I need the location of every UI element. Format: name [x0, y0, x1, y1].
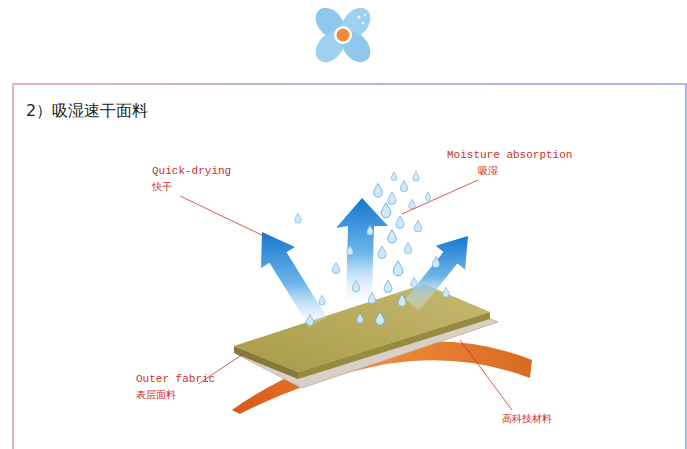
water-drop [384, 280, 392, 293]
water-drop [295, 213, 301, 223]
water-drop [374, 183, 383, 197]
water-drop [347, 245, 353, 255]
logo [310, 2, 376, 67]
water-drop [378, 246, 386, 259]
water-droplets [295, 171, 449, 326]
water-drop [414, 221, 421, 232]
water-drop [398, 294, 406, 307]
water-drop [400, 181, 407, 192]
vapor-arrow [405, 236, 468, 311]
water-drop [357, 313, 363, 323]
leader-line [402, 180, 478, 214]
water-drop [388, 229, 397, 243]
leader-line [460, 340, 512, 410]
water-drop [411, 277, 417, 287]
water-drop [319, 295, 325, 305]
water-drop [368, 293, 375, 304]
callout-label: 高科技材料 [502, 413, 552, 425]
leader-line [180, 196, 268, 238]
content-panel: 2）吸湿速干面料 [12, 83, 687, 449]
callout-label: Quick-drying [152, 165, 231, 178]
water-drop [432, 257, 439, 268]
water-drop [367, 225, 373, 235]
callout-label: 快干 [152, 181, 172, 193]
callout-label: 表层面料 [136, 389, 176, 401]
water-drop [306, 315, 313, 326]
water-drop [388, 192, 396, 205]
water-drop [443, 287, 449, 297]
water-drop [376, 311, 385, 325]
water-drop [332, 263, 339, 274]
water-drop [352, 281, 359, 292]
water-drop [396, 216, 404, 229]
water-drop [381, 203, 391, 218]
vapor-arrow [336, 198, 388, 300]
callout-label: Moisture absorption [447, 149, 572, 162]
water-drop [409, 199, 415, 209]
vapor-arrow [261, 232, 327, 327]
water-drop [391, 172, 397, 181]
water-drop [404, 243, 411, 254]
callout-label: Outer fabric [136, 373, 215, 386]
water-drop [393, 261, 403, 276]
section-heading: 2）吸湿速干面料 [26, 101, 148, 122]
water-drop [413, 171, 419, 181]
callout-label: 吸湿 [478, 165, 498, 177]
water-drop [425, 192, 431, 201]
